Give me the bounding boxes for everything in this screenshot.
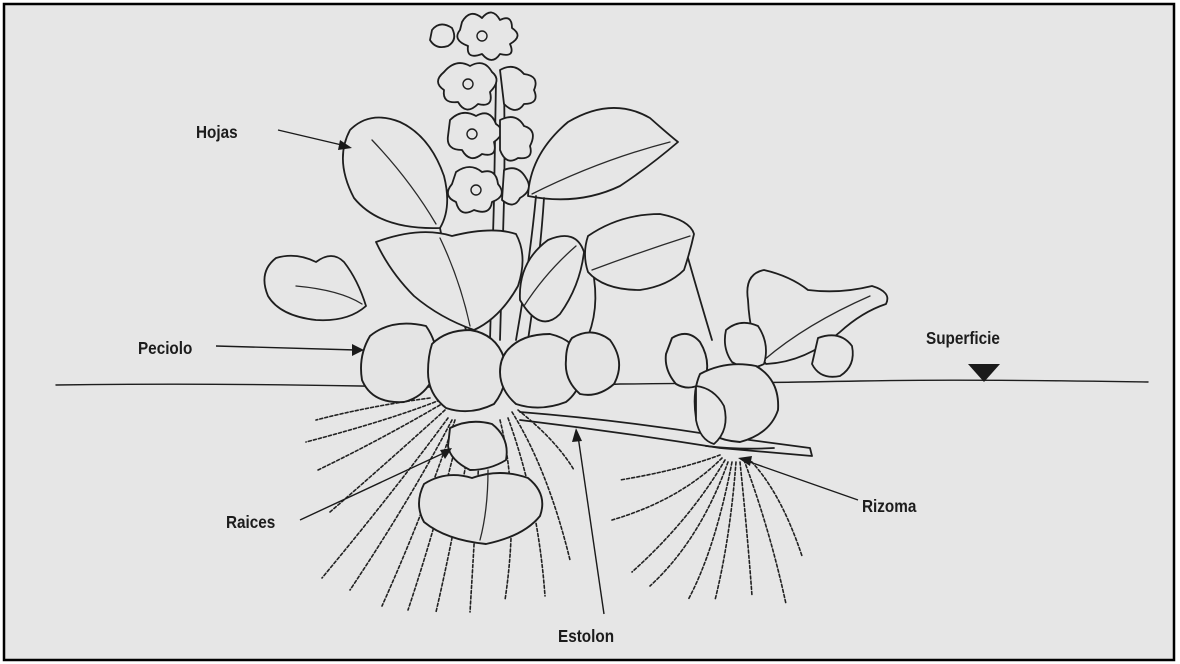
label-hojas: Hojas bbox=[196, 122, 238, 142]
label-peciolo: Peciolo bbox=[138, 338, 192, 358]
label-estolon: Estolon bbox=[558, 626, 614, 646]
label-rizoma: Rizoma bbox=[862, 496, 917, 516]
label-raices: Raices bbox=[226, 512, 275, 532]
label-superficie: Superficie bbox=[926, 328, 1000, 348]
